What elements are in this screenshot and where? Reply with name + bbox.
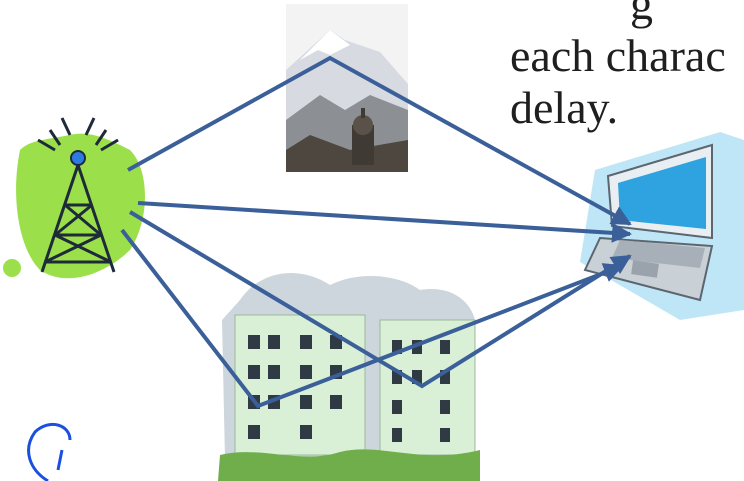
signal-paths xyxy=(120,55,632,409)
path-building-reflection-2 xyxy=(120,228,624,409)
handwritten-annotation xyxy=(27,422,72,481)
text-line-1: g xyxy=(630,0,653,29)
path-mountain-reflection xyxy=(127,55,632,226)
laptop-icon xyxy=(580,132,744,320)
radio-tower-icon xyxy=(3,117,146,279)
text-line-3: delay. xyxy=(510,82,619,133)
slide-text: g each charac delay. xyxy=(510,0,744,134)
mountain-church-image xyxy=(286,4,408,172)
apartment-buildings-image xyxy=(218,273,480,481)
path-direct xyxy=(137,201,632,243)
text-line-2: each charac xyxy=(510,30,726,81)
path-building-reflection-1 xyxy=(128,210,632,389)
